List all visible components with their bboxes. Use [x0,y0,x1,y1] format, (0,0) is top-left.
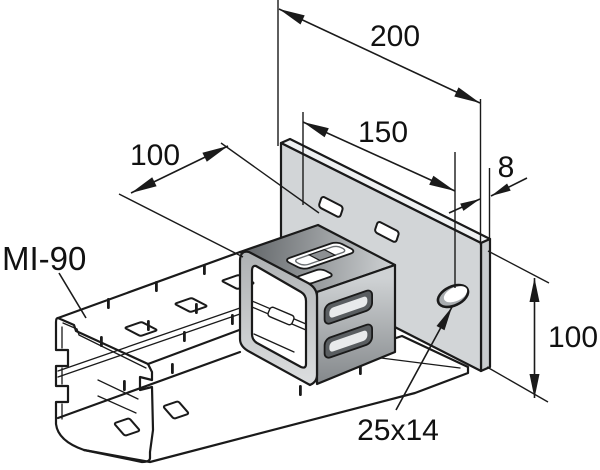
dim-100-right-label: 100 [548,321,598,354]
slot-size-label: 25x14 [357,414,439,447]
sleeve-opening-interior [251,300,307,353]
sleeve-top-slot-large [284,241,357,270]
baseplate-right-edge [479,237,492,373]
callout-slot-size: 25x14 [357,306,453,447]
dim-plate-width: 200 [277,0,482,245]
dim-plate-height: 100 [486,250,598,403]
girder-cross-section [56,316,155,464]
dim-hole-spacing: 150 [302,112,456,288]
dim-plate-thickness: 8 [448,151,528,241]
dim-8-label: 8 [498,151,515,184]
dimension-annotations: 200 150 8 100 [2,0,598,447]
part-name-label: MI-90 [2,240,86,277]
girder-side-holes [114,401,189,436]
connector-sleeve [238,196,399,387]
girder-top-right-edge [146,324,252,366]
dim-150-label: 150 [358,116,408,149]
callout-part-label: MI-90 [2,240,87,319]
dim-100-left-label: 100 [130,139,180,172]
girder-chamfer-edge [56,350,242,420]
sleeve-side-slots [325,289,373,360]
slot-hole [436,283,470,309]
dim-200-label: 200 [370,20,420,53]
dim-connector-length: 100 [118,139,320,258]
sleeve-front-face [238,250,319,387]
